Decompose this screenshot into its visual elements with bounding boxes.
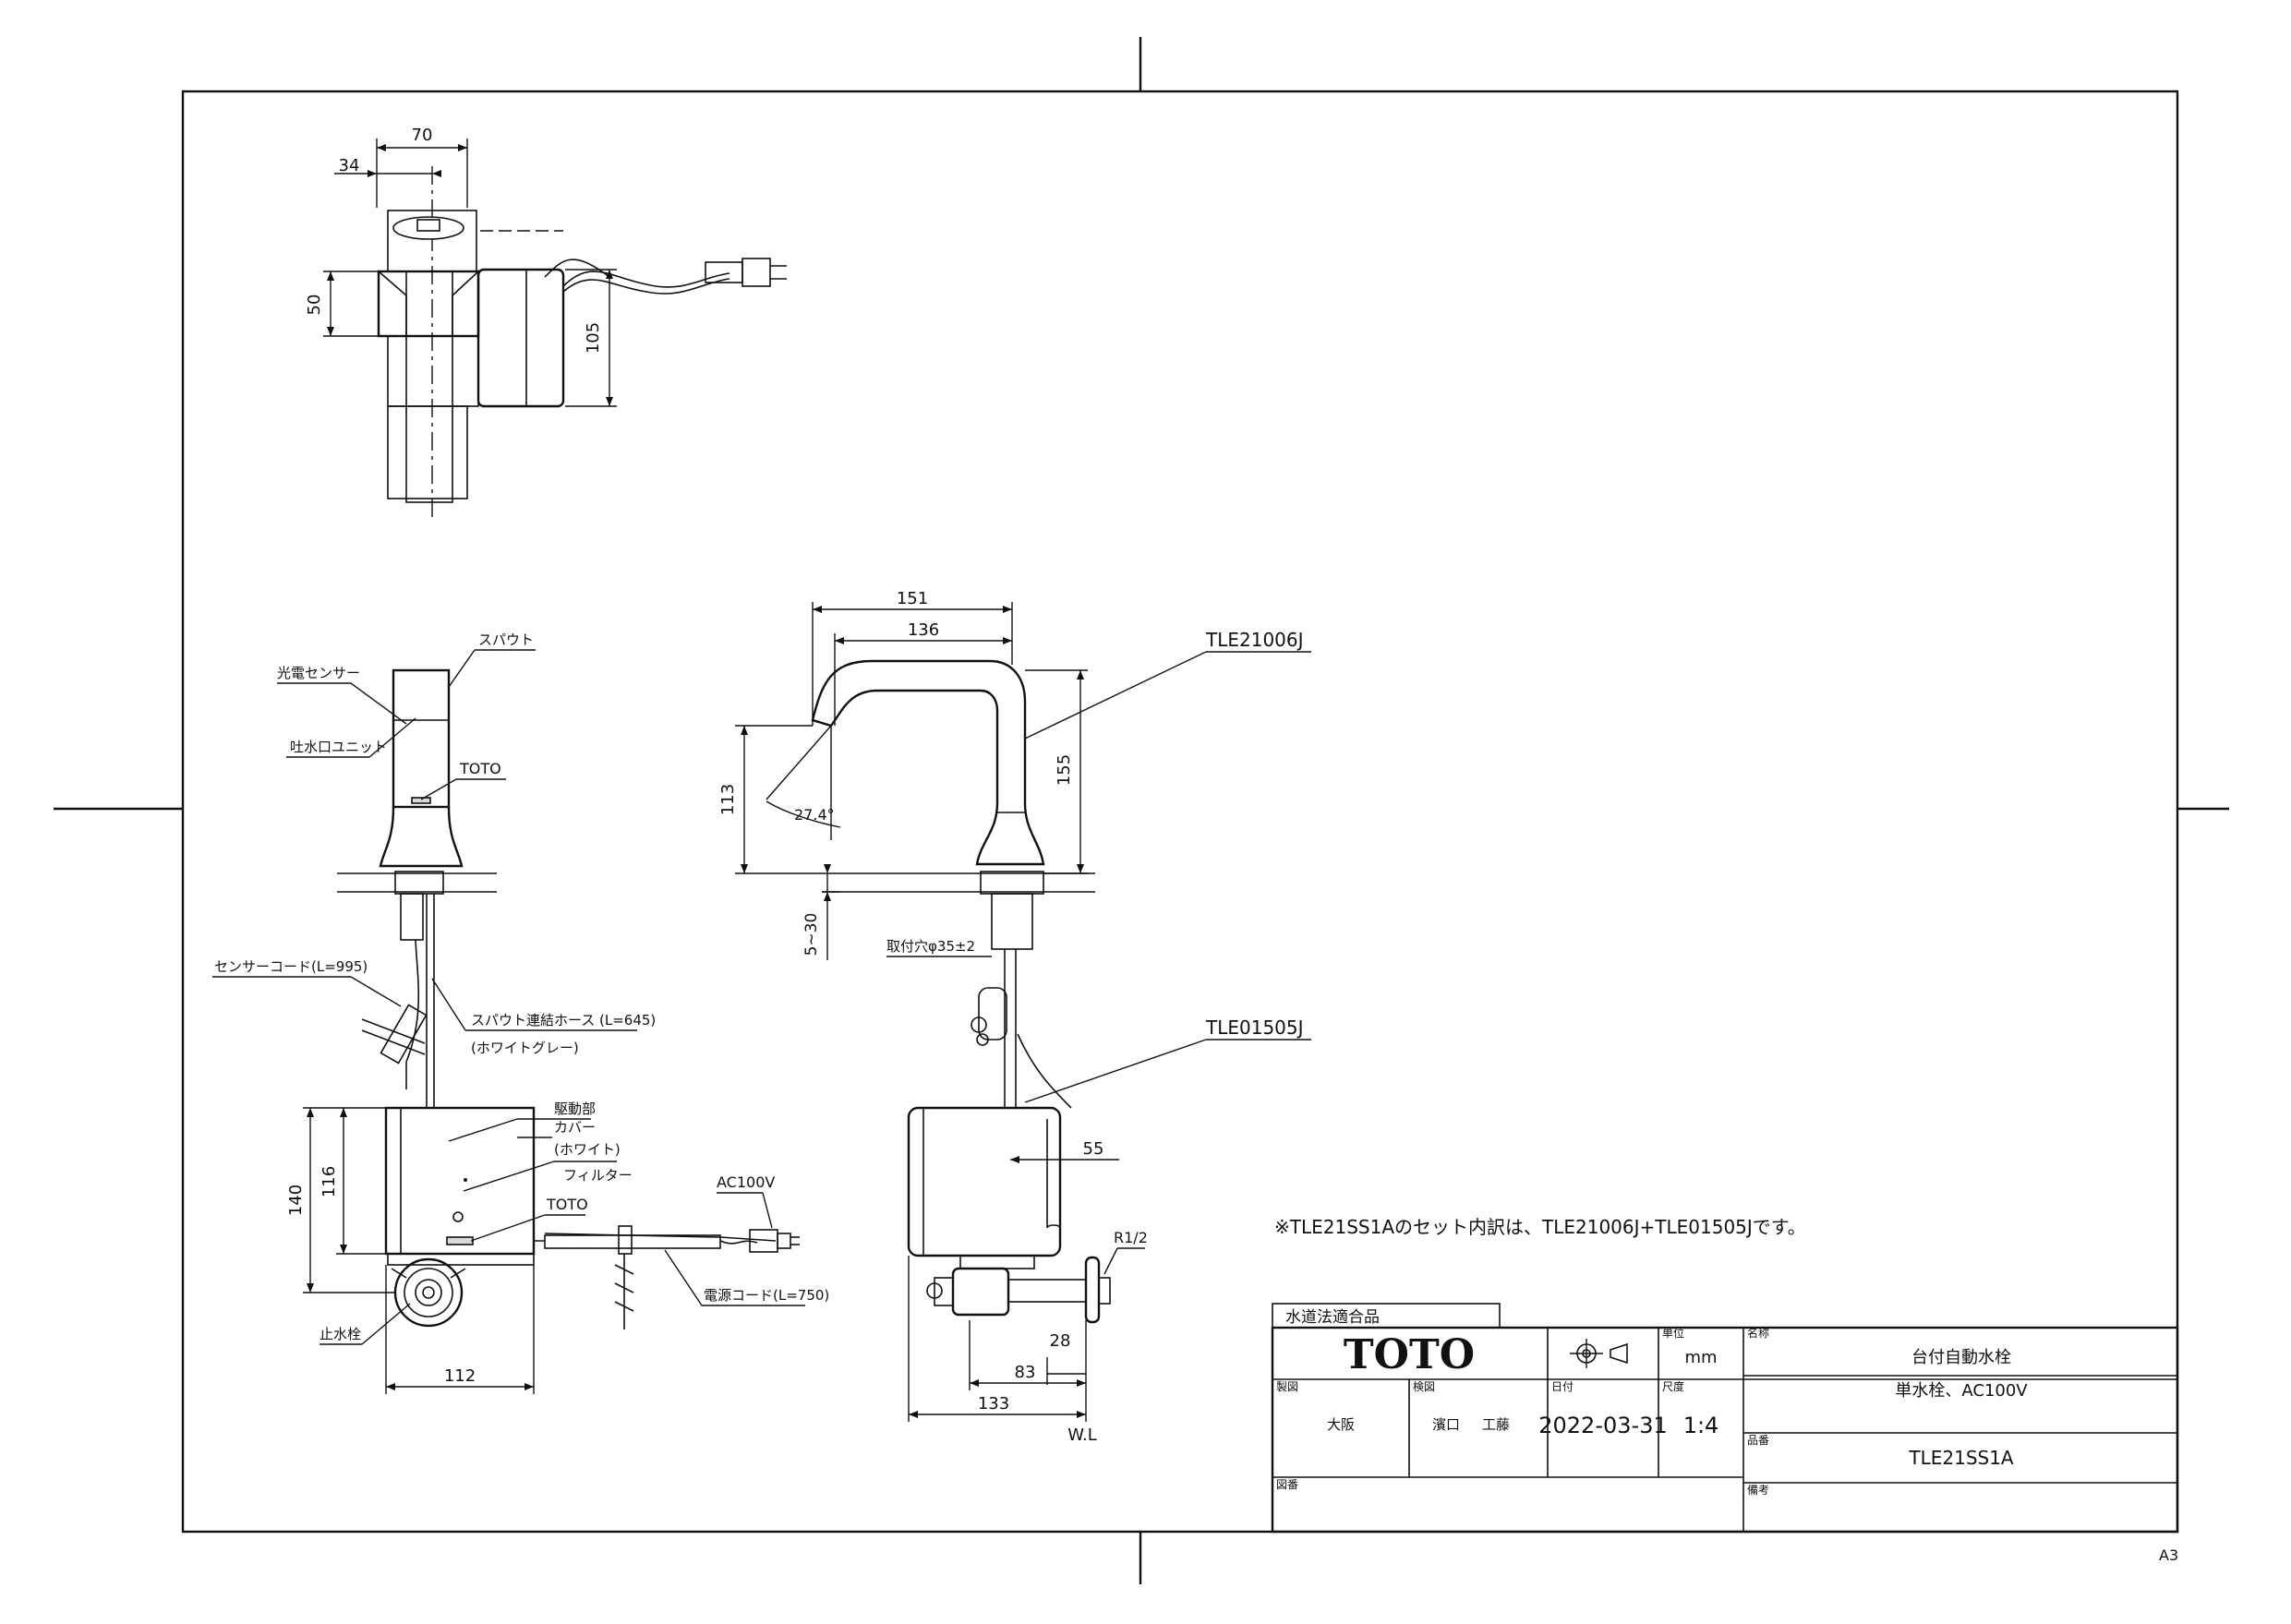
compliance-label: 水道法適合品: [1285, 1308, 1380, 1327]
label-power-cord: 電源コード(L=750): [704, 1287, 829, 1304]
label-outlet-unit: 吐水口ユニット: [290, 739, 387, 755]
dim-133: 133: [978, 1394, 1009, 1413]
dim-top-height: 50: [305, 295, 324, 316]
name-line2: 単水栓、AC100V: [1895, 1381, 2028, 1401]
dim-offset-55: 55: [1083, 1139, 1104, 1159]
top-view: 70 34 50: [305, 126, 787, 517]
label-sensor-cord: センサーコード(L=995): [214, 958, 368, 975]
label-cover-color: (ホワイト): [554, 1141, 621, 1158]
set-note: ※TLE21SS1Aのセット内訳は、TLE21006J+TLE01505Jです。: [1274, 1216, 1806, 1238]
paper-size: A3: [2159, 1546, 2178, 1564]
label-stop-valve: 止水栓: [320, 1326, 361, 1342]
front-view: 151 136 113 155 27.4° 5~30 取付穴φ35±2 55: [718, 589, 1311, 1445]
model-value: TLE21SS1A: [1908, 1447, 2014, 1469]
dim-angle: 27.4°: [794, 806, 835, 824]
side-view: 140 116 112 スパウト 光電センサー 吐水口ユニット TOTO センサ…: [212, 632, 829, 1394]
part-spout: TLE21006J: [1205, 629, 1304, 651]
dim-deck-range: 5~30: [802, 913, 821, 956]
dim-hole: 取付穴φ35±2: [886, 938, 975, 955]
dim-spout-136: 136: [908, 620, 939, 640]
unit-label: 単位: [1662, 1326, 1684, 1340]
dim-top-offset: 34: [339, 156, 360, 175]
label-hose-color: (ホワイトグレー): [471, 1040, 579, 1056]
projection-symbol-icon: [1570, 1339, 1628, 1368]
model-label: 品番: [1747, 1434, 1769, 1447]
label-drive: 駆動部: [554, 1101, 596, 1117]
dim-box-112: 112: [444, 1366, 476, 1386]
dim-spout-151: 151: [897, 589, 928, 608]
date-label: 日付: [1551, 1380, 1574, 1393]
label-cover: カバー: [554, 1119, 596, 1136]
checked-value1: 濱口: [1432, 1416, 1460, 1433]
unit-value: mm: [1684, 1348, 1717, 1367]
dim-spout-155: 155: [1055, 754, 1074, 786]
dim-thread: R1/2: [1114, 1229, 1148, 1246]
label-hose: スパウト連結ホース (L=645): [471, 1012, 656, 1029]
dim-83: 83: [1015, 1363, 1036, 1382]
label-sensor: 光電センサー: [277, 665, 360, 681]
label-filter: フィルター: [563, 1167, 633, 1184]
dim-box-116: 116: [320, 1166, 339, 1197]
dim-top-width: 70: [412, 126, 433, 145]
dim-28: 28: [1050, 1331, 1071, 1351]
dim-top-body: 105: [584, 322, 603, 354]
drawn-label: 製図: [1276, 1380, 1298, 1393]
dim-spout-113: 113: [718, 784, 738, 815]
label-spout: スパウト: [478, 632, 534, 648]
label-toto-spout: TOTO: [459, 760, 501, 777]
dim-box-140: 140: [286, 1185, 306, 1216]
dim-wl: W.L: [1067, 1426, 1096, 1445]
label-toto-box: TOTO: [546, 1196, 588, 1213]
drawn-value: 大阪: [1327, 1416, 1355, 1433]
remarks-label: 備考: [1747, 1483, 1769, 1497]
date-value: 2022-03-31: [1538, 1413, 1667, 1438]
sheet-frame: [54, 37, 2229, 1584]
title-block: 水道法適合品 TOTO 単位 mm 名称 台付自動水栓 単水栓、AC100V 製…: [1271, 1303, 2179, 1534]
number-label: 図番: [1276, 1478, 1298, 1491]
scale-label: 尺度: [1662, 1379, 1684, 1393]
name-label: 名称: [1747, 1326, 1769, 1340]
checked-value2: 工藤: [1482, 1416, 1510, 1433]
label-ac: AC100V: [717, 1173, 775, 1191]
toto-logo: TOTO: [1344, 1331, 1475, 1378]
part-valve: TLE01505J: [1205, 1017, 1304, 1039]
checked-label: 検図: [1413, 1380, 1435, 1393]
name-line1: 台付自動水栓: [1911, 1348, 2011, 1367]
scale-value: 1:4: [1683, 1413, 1719, 1438]
